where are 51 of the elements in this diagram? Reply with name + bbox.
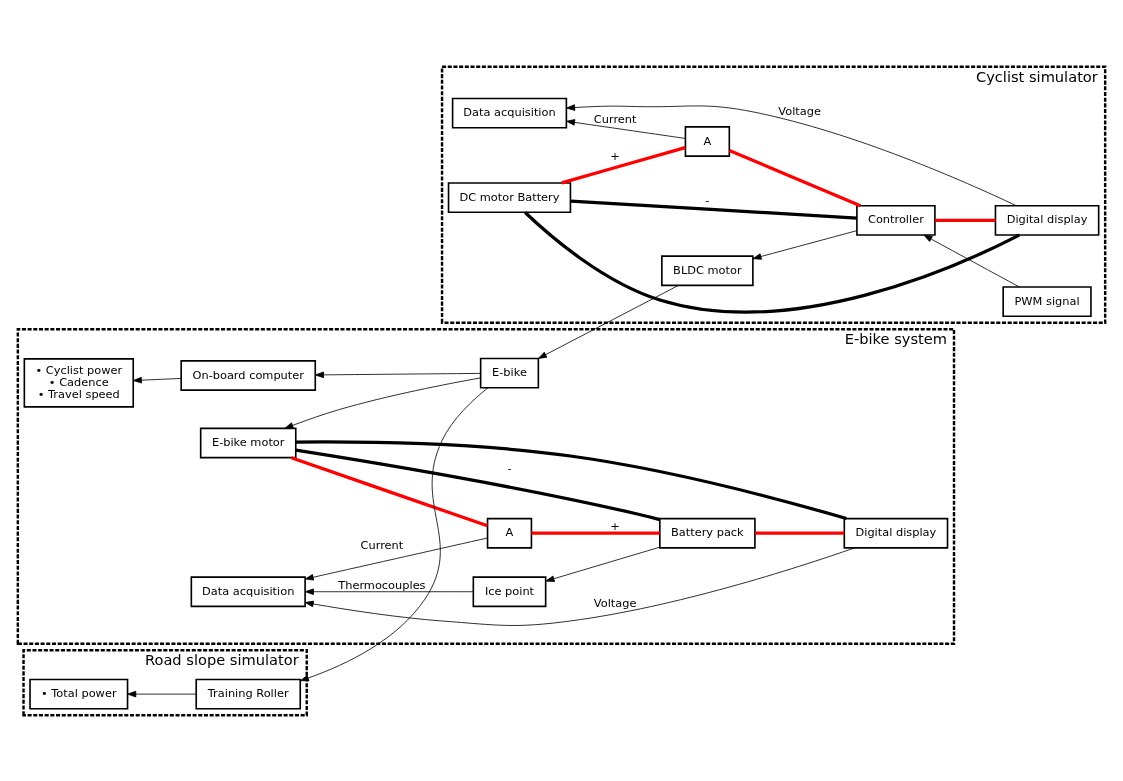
connector [728,148,861,207]
arrow [566,118,686,139]
node-box: Digital display [843,517,949,549]
edge-label: Voltage [778,103,821,118]
connector [524,210,1021,313]
connector [290,455,488,527]
arrow [545,546,661,582]
node-box: Data acquisition [190,575,306,607]
edge-label: - [507,460,512,475]
arrow [304,587,474,595]
edge-label: + [610,148,620,163]
arrow [315,371,481,378]
connector [295,448,661,521]
node-box: • Total power [29,678,129,710]
arrow [127,690,197,697]
node-box: Data acquisition [451,97,568,128]
arrow [537,284,679,359]
connector [755,531,845,535]
arrow [304,547,855,626]
node-box: PWM signal [1002,285,1092,317]
node-box: E-bike motor [199,427,297,458]
edge-label: + [610,518,620,533]
node-box: A [684,125,731,157]
edge-label: - [705,192,710,207]
node-box: Ice point [472,575,547,607]
arrow [304,537,488,580]
arrow [284,377,481,429]
connector [531,531,660,535]
arrow [923,234,1020,287]
arrow [566,103,1017,206]
node-box: Digital display [994,204,1100,236]
node-box: BLDC motor [661,254,754,286]
connector [295,439,847,520]
node-box: A [486,517,533,549]
arrow [132,376,182,383]
node-box: DC motor Battery [447,181,572,213]
node-box: E-bike [479,357,540,389]
node-box: Controller [856,204,936,236]
edge-label: Voltage [593,595,637,610]
node-box: On-board computer [180,359,317,391]
node-box: • Cyclist power • Cadence • Travel speed [23,357,135,408]
arrow [300,386,489,681]
connector [561,145,686,184]
node-box: Training Roller [195,678,302,710]
arrow [752,229,858,260]
node-box: Battery pack [659,517,756,549]
edge-label: Current [593,111,637,126]
edge-label: Current [360,537,404,552]
connector [935,218,996,222]
edge-label: Thermocouples [338,577,426,592]
connector [570,199,857,220]
